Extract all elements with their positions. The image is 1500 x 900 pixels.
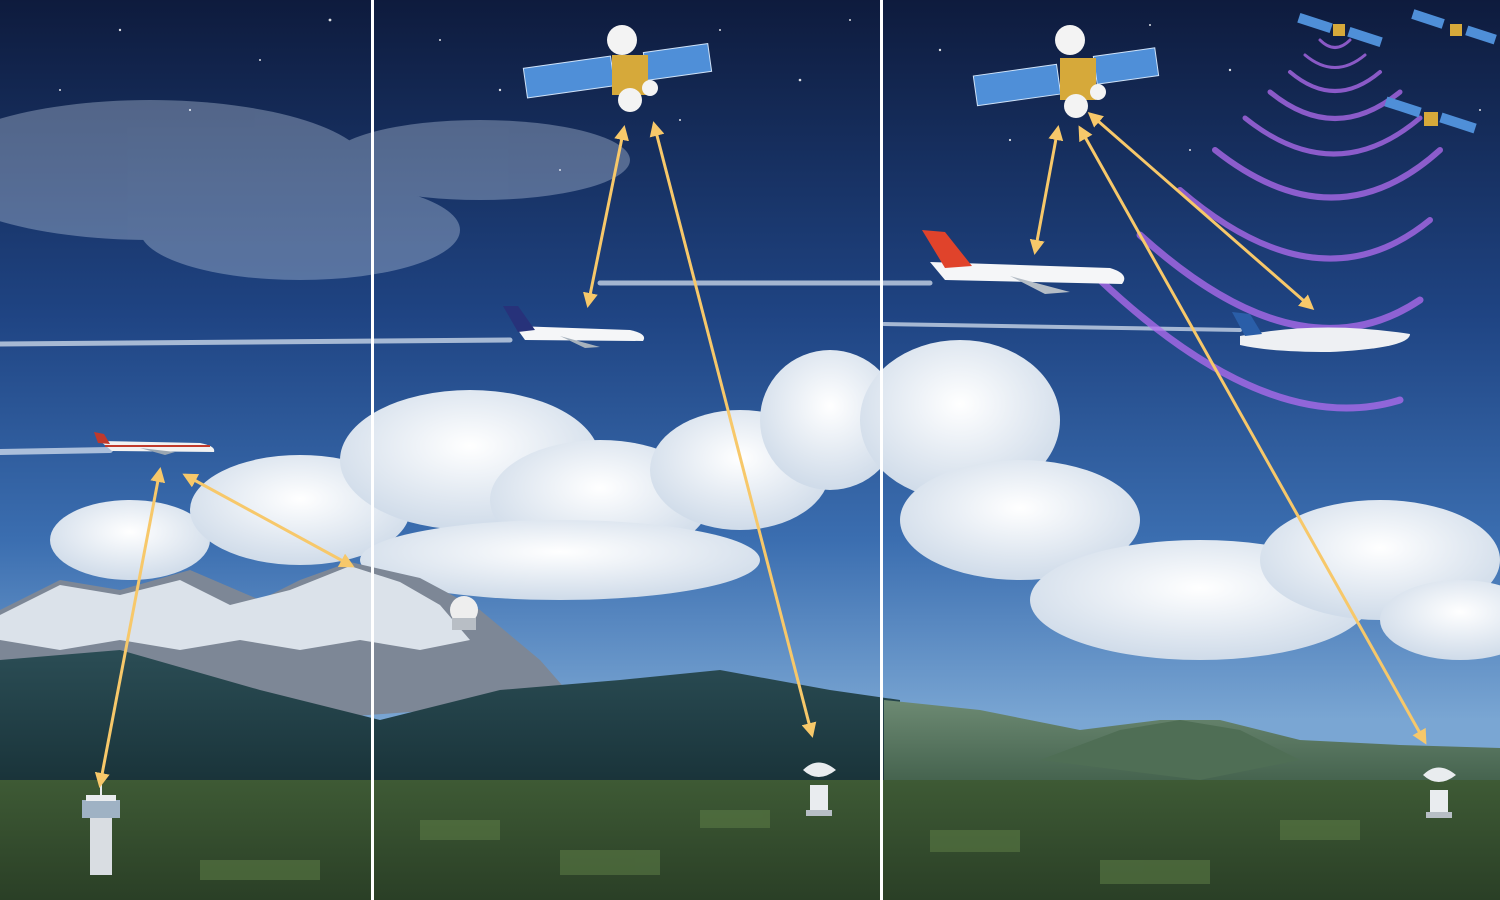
panel-early-radio-era [82,432,355,875]
field-patches [200,810,1360,884]
panel-future-satellite-era [922,9,1497,818]
link-arrow [94,467,166,788]
link-arrow [649,121,817,738]
panel-satellite-link-era [450,25,836,816]
ground-antenna-icon [803,762,836,816]
link-arrow [1078,125,1427,745]
airplane-icon [503,306,645,348]
control-tower-icon [82,780,120,875]
panel-divider-1 [371,0,374,900]
wispy-clouds [0,100,630,280]
stars [59,18,1481,171]
satellite-icon [1411,9,1497,45]
radar-dome-icon [450,596,478,630]
satellite-icon [1384,96,1477,134]
satellite-icon [1297,12,1383,48]
satellite-icon [972,25,1160,118]
panel-divider-2 [880,0,883,900]
ground [0,780,1500,900]
airplane-icon [94,432,215,455]
link-arrow [1029,125,1064,255]
link-arrow [583,125,629,308]
link-arrow [182,473,355,568]
ground-antenna-icon [1423,767,1456,818]
airplane-icon [922,230,1125,294]
satellite-icon [522,25,713,112]
